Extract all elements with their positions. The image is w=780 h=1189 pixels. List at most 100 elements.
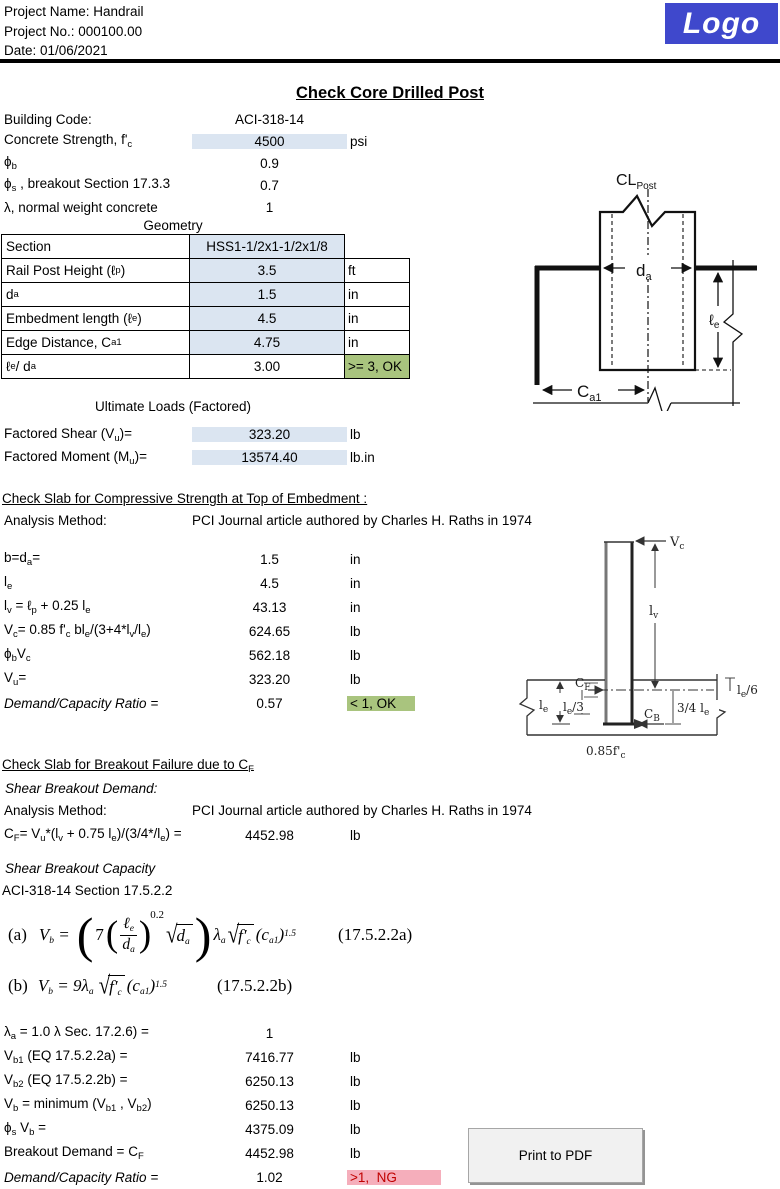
- cf-demand-row-wrap: CF= Vu*(lv + 0.75 le)/(3/4*/le) = 4452.9…: [0, 823, 520, 847]
- fraction-denominator: da: [122, 935, 135, 955]
- param-unit: psi: [350, 133, 368, 149]
- geometry-label: Section: [1, 234, 190, 259]
- calc-value: 323.20: [248, 671, 291, 687]
- radical-sign: √: [98, 970, 111, 999]
- param-row: ϕs , breakout Section 17.3.3 0.7: [0, 174, 520, 196]
- equation-tag: (b): [8, 976, 28, 995]
- calc-value: 7416.77: [245, 1049, 294, 1065]
- calc-label: Vu=: [4, 670, 27, 688]
- centerline-label: CLPost: [616, 172, 657, 192]
- exponent: 0.2: [150, 909, 164, 921]
- equation-reference: (17.5.2.2a): [338, 925, 413, 944]
- radical: √ f′c: [228, 921, 254, 947]
- calc-value: 4.5: [260, 575, 279, 591]
- paren: (: [76, 906, 94, 963]
- fraction: ℓe da: [120, 915, 137, 956]
- code-reference: ACI-318-14 Section 17.5.2.2: [2, 883, 173, 898]
- calc-row: CF= Vu*(lv + 0.75 le)/(3/4*/le) = 4452.9…: [0, 823, 520, 847]
- project-name: Project Name: Handrail: [4, 4, 144, 19]
- section-break: [722, 260, 744, 406]
- geometry-unit: [344, 234, 410, 259]
- status-badge: >= 3, OK: [344, 354, 410, 379]
- calc-label: ϕs Vb =: [4, 1120, 47, 1138]
- demand-capacity-label: Demand/Capacity Ratio =: [4, 1169, 159, 1185]
- calc-row: Vb1 (EQ 17.5.2.2a) = 7416.77 lb: [0, 1045, 520, 1069]
- calc-value: 562.18: [248, 647, 291, 663]
- ratio-value: 3.00: [189, 354, 345, 379]
- equation-tag: (a): [8, 925, 27, 944]
- post-diameter-input[interactable]: 1.5: [189, 282, 345, 307]
- cf-force-label: CF: [575, 676, 590, 693]
- calc-row: le 4.5 in: [0, 571, 520, 595]
- edge-distance-label: Ca1: [577, 382, 602, 404]
- calc-value: 624.65: [248, 623, 291, 639]
- analysis-method-value: PCI Journal article authored by Charles …: [192, 513, 532, 528]
- logo-text: Logo: [682, 6, 761, 40]
- embedment-length-input[interactable]: 4.5: [189, 306, 345, 331]
- le-over-3-label: le/3: [563, 700, 584, 717]
- cf-formula-label: CF= Vu*(lv + 0.75 le)/(3/4*/le) =: [4, 826, 182, 844]
- calc-unit: in: [350, 551, 361, 567]
- calc-label: le: [4, 574, 13, 592]
- calc-row: Vc= 0.85 f'c ble/(3+4*lv/le) 624.65 lb: [0, 619, 520, 643]
- coefficient: 7: [95, 925, 104, 944]
- shear-breakout-capacity-title: Shear Breakout Capacity: [5, 861, 156, 876]
- company-logo: Logo: [665, 3, 778, 44]
- edge-distance-input[interactable]: 4.75: [189, 330, 345, 355]
- calc-row: b=da= 1.5 in: [0, 547, 520, 571]
- load-label: Factored Moment (Mu)=: [4, 448, 147, 467]
- param-label: ϕs , breakout Section 17.3.3: [4, 176, 171, 194]
- print-to-pdf-button[interactable]: Print to PDF: [468, 1128, 643, 1183]
- analysis-method-value: PCI Journal article authored by Charles …: [192, 803, 532, 818]
- radical: √ da: [166, 921, 193, 947]
- compressive-strength-calcs: b=da= 1.5 in le 4.5 in lv = ℓp + 0.25 le…: [0, 547, 520, 715]
- calc-unit: in: [350, 599, 361, 615]
- equation-17522a: (a) Vb = ( 7 ( ℓe da ) 0.2 √ da ) λa √ f…: [8, 902, 412, 968]
- calc-row: Breakout Demand = CF 4452.98 lb: [0, 1141, 520, 1165]
- post-embedment-diagram: CLPost da ℓe Ca1: [533, 172, 757, 411]
- param-row: ϕb 0.9: [0, 152, 520, 174]
- shear-force-label: Vc: [669, 535, 684, 552]
- equation-17522b: (b) Vb = 9λa √ f′c (ca1)1.5 (17.5.2.2b): [8, 968, 292, 1004]
- equation-tail: (ca1)1.5: [255, 924, 297, 946]
- param-row: Concrete Strength, f'c 4500 psi: [0, 130, 520, 152]
- calc-value: 43.13: [252, 599, 287, 615]
- param-row: Building Code: ACI-318-14: [0, 108, 520, 130]
- ultimate-loads: Factored Shear (Vu)= 323.20 lb Factored …: [0, 423, 520, 469]
- post-diameter-label: da: [636, 261, 652, 283]
- calc-row: Vu= 323.20 lb: [0, 667, 520, 691]
- calc-unit: lb: [350, 1073, 361, 1089]
- raths-analysis-diagram: Vc lv CF le le/3 3/4 le CB le/6 0.85f'c: [518, 535, 758, 760]
- calc-label: λa = 1.0 λ Sec. 17.2.6) =: [4, 1024, 149, 1042]
- three-quarter-le-label: 3/4 le: [677, 701, 709, 718]
- equation-lhs: Vb =: [38, 924, 70, 946]
- concrete-strength-input[interactable]: 4500: [192, 133, 347, 149]
- calc-row: Vb = minimum (Vb1 , Vb2) 6250.13 lb: [0, 1093, 520, 1117]
- le-over-6-label: le/6: [737, 683, 758, 700]
- section-input[interactable]: HSS1-1/2x1-1/2x1/8: [189, 234, 345, 259]
- fraction-numerator: ℓe: [120, 915, 137, 936]
- calc-label: Vb = minimum (Vb1 , Vb2): [4, 1096, 152, 1114]
- calc-value: 6250.13: [245, 1073, 294, 1089]
- factored-shear-input[interactable]: 323.20: [192, 427, 347, 442]
- calc-label: lv = ℓp + 0.25 le: [4, 598, 91, 616]
- load-row: Factored Shear (Vu)= 323.20 lb: [0, 423, 520, 446]
- project-number: Project No.: 000100.00: [4, 23, 143, 39]
- factored-moment-input[interactable]: 13574.40: [192, 450, 347, 465]
- sheet-header: Project Name: Handrail Project No.: 0001…: [4, 2, 144, 61]
- calc-unit: lb: [350, 1049, 361, 1065]
- embedment-depth-label: le: [539, 698, 548, 715]
- calc-unit: lb: [350, 1097, 361, 1113]
- calc-row: Vb2 (EQ 17.5.2.2b) = 6250.13 lb: [0, 1069, 520, 1093]
- sheet-date: Date: 01/06/2021: [4, 43, 108, 58]
- load-label: Factored Shear (Vu)=: [4, 425, 132, 444]
- lambda-term: λa: [213, 924, 226, 946]
- calc-unit: lb: [350, 1121, 361, 1137]
- rail-post-height-input[interactable]: 3.5: [189, 258, 345, 283]
